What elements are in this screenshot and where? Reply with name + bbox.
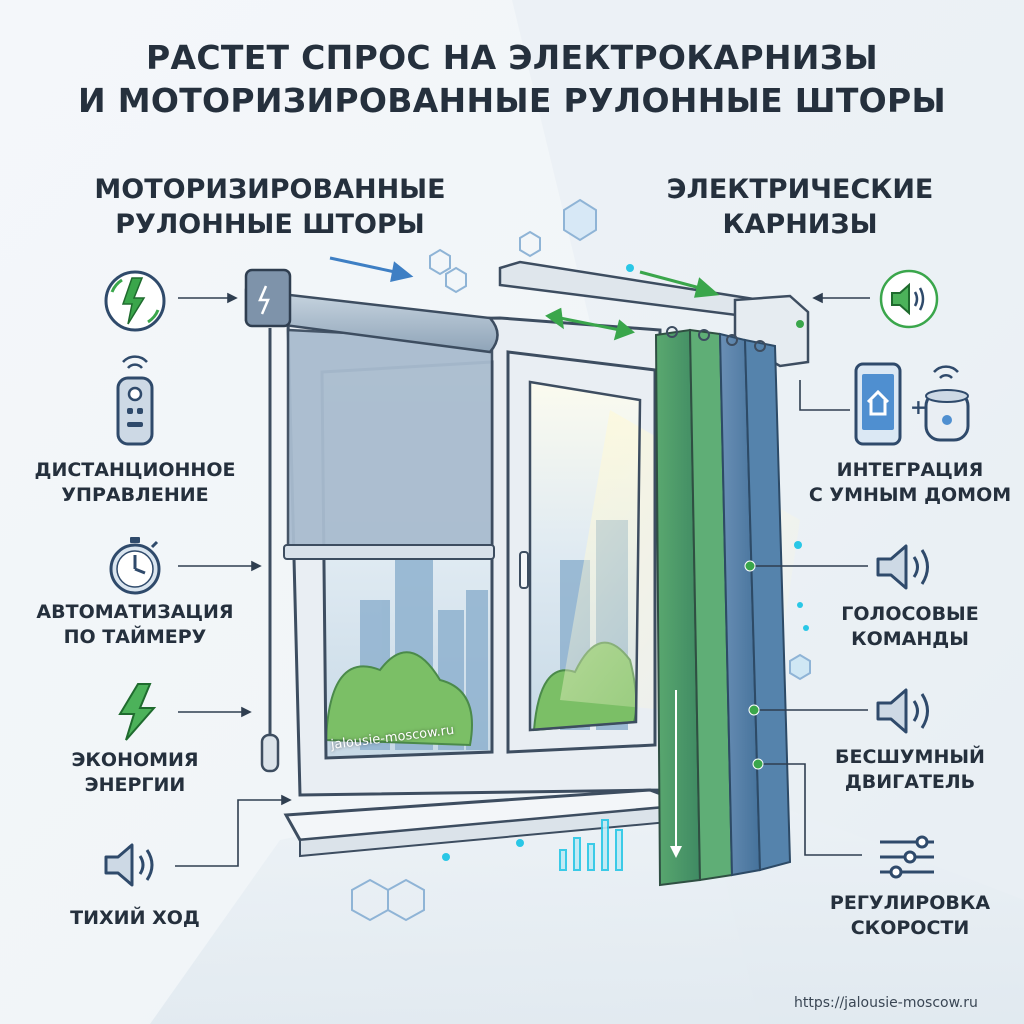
feature-voice-commands-line-1: ГОЛОСОВЫЕ bbox=[841, 603, 979, 625]
stopwatch-icon bbox=[109, 537, 161, 595]
footer-url: https://jalousie-moscow.ru bbox=[794, 995, 978, 1011]
left-section-heading-line-2: РУЛОННЫЕ ШТОРЫ bbox=[115, 209, 425, 240]
feature-timer-automation-line-1: АВТОМАТИЗАЦИЯ bbox=[36, 601, 234, 623]
feature-timer-automation: АВТОМАТИЗАЦИЯ ПО ТАЙМЕРУ bbox=[15, 600, 255, 650]
feature-silent-motor-line-1: БЕСШУМНЫЙ bbox=[835, 746, 985, 768]
smartphone-home-icon: + bbox=[854, 362, 970, 446]
feature-remote-control: ДИСТАНЦИОННОЕ УПРАВЛЕНИЕ bbox=[15, 458, 255, 508]
speaker-icon bbox=[104, 843, 154, 887]
feature-silent-motor-line-2: ДВИГАТЕЛЬ bbox=[844, 771, 976, 793]
speaker-circle-icon bbox=[879, 269, 939, 329]
page-title-line-1: РАСТЕТ СПРОС НА ЭЛЕКТРОКАРНИЗЫ bbox=[146, 38, 878, 77]
feature-silent-motor: БЕСШУМНЫЙ ДВИГАТЕЛЬ bbox=[800, 745, 1020, 795]
left-section-heading-line-1: МОТОРИЗИРОВАННЫЕ bbox=[94, 174, 446, 205]
lightning-circle-icon bbox=[104, 270, 166, 332]
feature-energy-saving-line-1: ЭКОНОМИЯ bbox=[71, 749, 199, 771]
feature-timer-automation-line-2: ПО ТАЙМЕРУ bbox=[63, 626, 207, 648]
sliders-icon bbox=[880, 835, 934, 879]
svg-text:+: + bbox=[910, 395, 927, 419]
feature-remote-control-line-2: УПРАВЛЕНИЕ bbox=[61, 484, 209, 506]
page-title-line-2: И МОТОРИЗИРОВАННЫЕ РУЛОННЫЕ ШТОРЫ bbox=[78, 81, 946, 120]
lightning-icon bbox=[118, 683, 157, 741]
right-section-heading-line-2: КАРНИЗЫ bbox=[722, 209, 878, 240]
feature-smart-home-integration-line-1: ИНТЕГРАЦИЯ bbox=[836, 459, 984, 481]
remote-control-icon bbox=[116, 355, 154, 446]
feature-smart-home-integration: ИНТЕГРАЦИЯ С УМНЫМ ДОМОМ bbox=[800, 458, 1020, 508]
feature-energy-saving-line-2: ЭНЕРГИИ bbox=[84, 774, 186, 796]
feature-voice-commands-line-2: КОМАНДЫ bbox=[851, 628, 969, 650]
left-section-heading: МОТОРИЗИРОВАННЫЕ РУЛОННЫЕ ШТОРЫ bbox=[40, 172, 500, 242]
feature-quiet-running-line-1: ТИХИЙ ХОД bbox=[70, 907, 200, 929]
feature-speed-control-line-1: РЕГУЛИРОВКА bbox=[829, 892, 991, 914]
feature-speed-control-line-2: СКОРОСТИ bbox=[850, 917, 970, 939]
feature-quiet-running: ТИХИЙ ХОД bbox=[15, 906, 255, 931]
feature-smart-home-integration-line-2: С УМНЫМ ДОМОМ bbox=[808, 484, 1012, 506]
right-section-heading-line-1: ЭЛЕКТРИЧЕСКИЕ bbox=[666, 174, 934, 205]
right-section-heading: ЭЛЕКТРИЧЕСКИЕ КАРНИЗЫ bbox=[600, 172, 1000, 242]
voice-speaker-icon bbox=[876, 544, 929, 590]
feature-speed-control: РЕГУЛИРОВКА СКОРОСТИ bbox=[800, 891, 1020, 941]
feature-remote-control-line-1: ДИСТАНЦИОННОЕ bbox=[34, 459, 236, 481]
feature-voice-commands: ГОЛОСОВЫЕ КОМАНДЫ bbox=[800, 602, 1020, 652]
motor-speaker-icon bbox=[876, 688, 929, 734]
feature-energy-saving: ЭКОНОМИЯ ЭНЕРГИИ bbox=[15, 748, 255, 798]
page-title: РАСТЕТ СПРОС НА ЭЛЕКТРОКАРНИЗЫ И МОТОРИЗ… bbox=[0, 36, 1024, 122]
